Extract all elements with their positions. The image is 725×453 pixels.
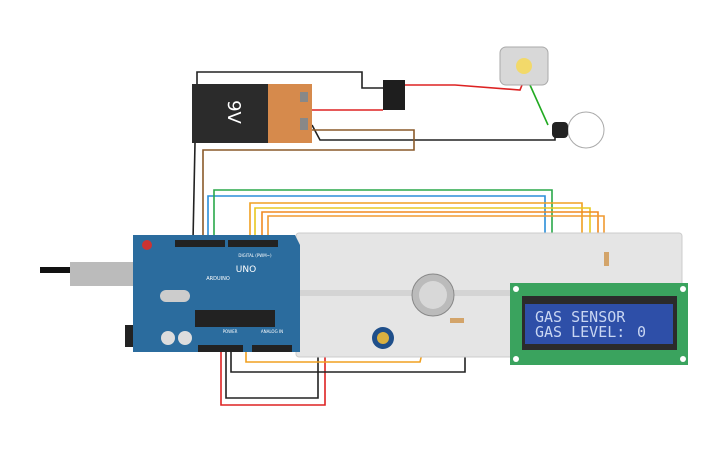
lcd-line-2: GAS LEVEL: xyxy=(535,323,625,341)
arduino-digital-label: DIGITAL (PWM~) xyxy=(238,253,272,258)
lcd-gas-value: 0 xyxy=(637,323,646,341)
light-bulb[interactable] xyxy=(552,111,605,149)
potentiometer[interactable] xyxy=(372,327,394,349)
battery-9v[interactable]: 9V xyxy=(192,84,312,143)
wire-green-motor-bulb xyxy=(529,84,549,126)
wire-black-battery-bulb xyxy=(311,124,556,141)
relay[interactable] xyxy=(383,80,405,110)
arduino-analog-label: ANALOG IN xyxy=(261,329,283,334)
dc-motor[interactable] xyxy=(499,46,549,86)
wire-brown-battery-arduino xyxy=(202,129,415,240)
lcd-line-1: GAS SENSOR xyxy=(535,308,626,326)
resistor[interactable] xyxy=(604,252,609,266)
arduino-model: UNO xyxy=(236,265,256,275)
gas-sensor[interactable] xyxy=(411,273,455,317)
arduino-brand: ARDUINO xyxy=(206,276,230,282)
wire-green xyxy=(213,189,553,262)
wire-blue xyxy=(207,195,546,262)
arduino-uno[interactable]: DIGITAL (PWM~) ARDUINO UNO POWER ANALOG … xyxy=(40,235,300,352)
resistor[interactable] xyxy=(450,318,464,323)
battery-label: 9V xyxy=(223,100,244,124)
wire-black-battery-arduino xyxy=(192,142,196,241)
wire-black-battery-relay xyxy=(196,71,383,89)
lcd-16x2[interactable]: GAS SENSOR GAS LEVEL: 0 xyxy=(510,283,688,365)
arduino-power-label: POWER xyxy=(223,329,238,334)
wire-red-relay-motor xyxy=(405,84,523,91)
